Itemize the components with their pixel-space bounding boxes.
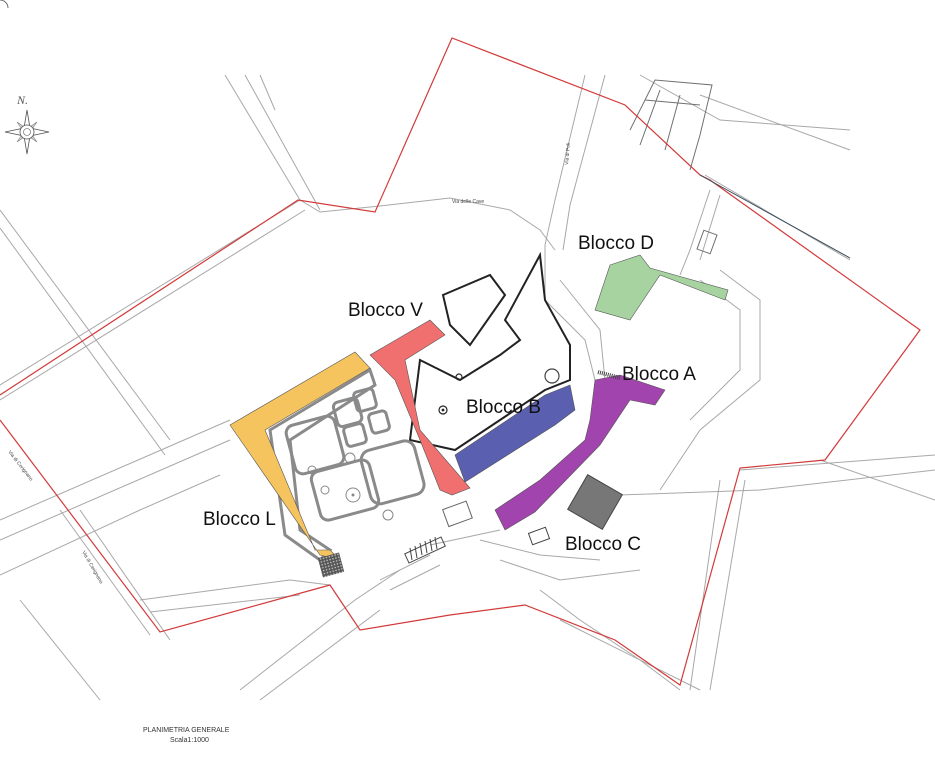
block-l-hatched-end	[317, 552, 345, 578]
block-c-building[interactable]	[566, 473, 624, 531]
building-outline-central	[441, 273, 507, 347]
block-v-building[interactable]	[369, 319, 471, 496]
boundary-dark-segment	[699, 174, 851, 259]
block-d-label: Blocco D	[578, 233, 654, 254]
block-d-building[interactable]	[594, 254, 729, 321]
marker-circle	[455, 373, 463, 381]
road-network	[0, 74, 935, 701]
block-v-label: Blocco V	[348, 300, 423, 321]
compass-rose-icon	[4, 109, 50, 155]
block-b-label: Blocco B	[466, 397, 541, 418]
stairs	[404, 368, 621, 564]
street-label-via-delle-cave: Via delle Cave	[452, 199, 484, 205]
block-c-label: Blocco C	[565, 534, 641, 555]
north-compass: N.	[4, 93, 50, 155]
building-outline-main	[408, 251, 571, 452]
block-l-label: Blocco L	[203, 509, 276, 530]
block-b-building[interactable]	[454, 384, 576, 483]
north-label: N.	[16, 93, 28, 107]
street-label-via-di-cerignano-upper: Via di Cerignano	[6, 450, 34, 483]
street-label-via-vertical: Via di Poli	[564, 143, 572, 166]
caption-scale: Scala1:1000	[170, 737, 209, 744]
block-a-label: Blocco A	[622, 364, 696, 385]
marker-circle	[438, 405, 448, 415]
site-boundary	[0, 37, 921, 686]
marker-dot	[441, 408, 445, 412]
corner-mark	[0, 0, 9, 9]
garden-courtyard	[268, 367, 426, 562]
block-a-building[interactable]	[494, 374, 666, 531]
caption-title: PLANIMETRIA GENERALE	[143, 727, 230, 734]
